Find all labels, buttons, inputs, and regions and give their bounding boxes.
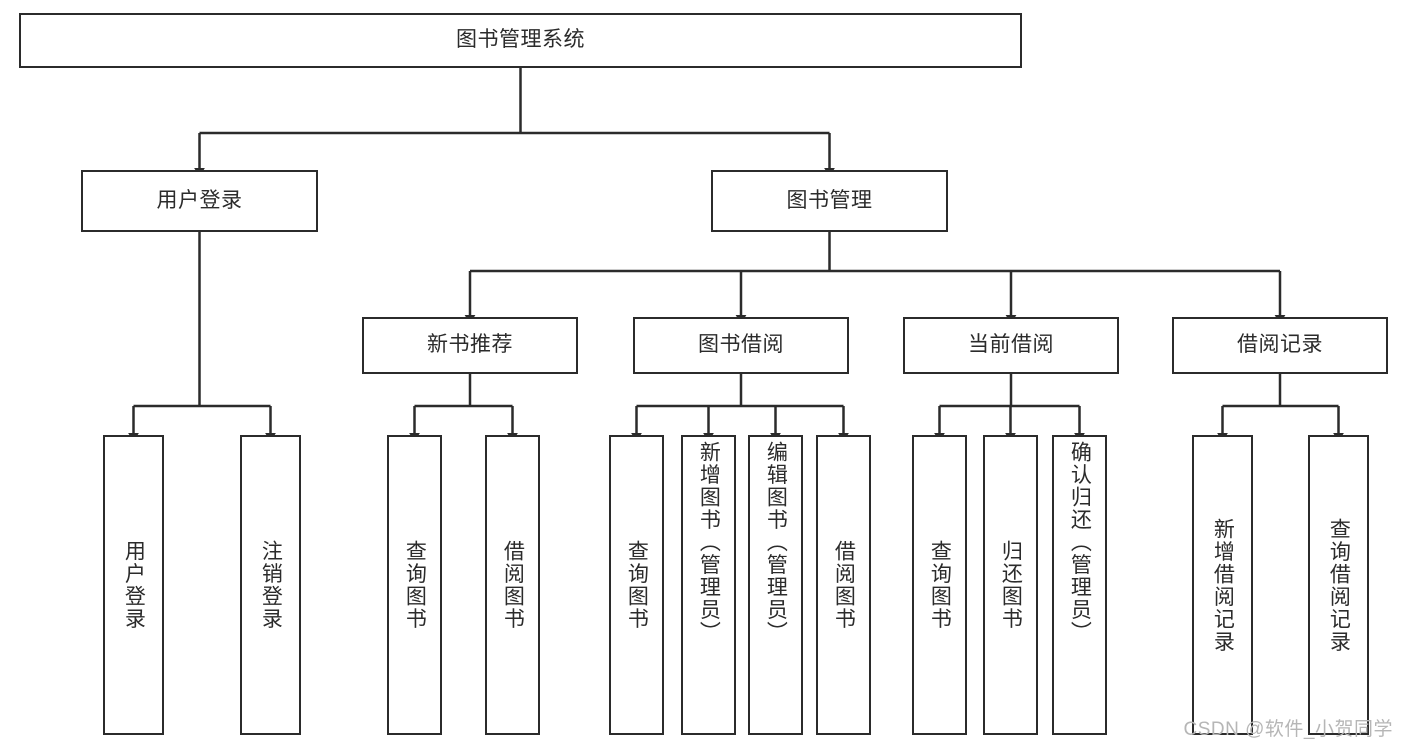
node-user-login[interactable]: 用户登录 [81,170,318,232]
node-book-manage-label: 图书管理 [786,188,873,212]
leaf-return-book[interactable]: 归还图书 [983,435,1038,735]
leaf-user-login[interactable]: 用户登录 [103,435,164,735]
leaf-query-borrow-record-label: 查询借阅记录 [1327,517,1351,653]
leaf-borrow-book-b-label: 借阅图书 [832,540,856,630]
leaf-add-borrow-record-label: 新增借阅记录 [1211,517,1235,653]
leaf-user-login-label: 用户登录 [122,540,146,630]
leaf-confirm-return-label: 确认归还（管理员） [1068,441,1092,644]
leaf-edit-book[interactable]: 编辑图书（管理员） [748,435,803,735]
node-current-borrow[interactable]: 当前借阅 [903,317,1119,374]
leaf-edit-book-label: 编辑图书（管理员） [764,441,788,644]
node-root-label: 图书管理系统 [456,28,585,52]
node-book-manage[interactable]: 图书管理 [711,170,948,232]
node-book-borrow-label: 图书借阅 [698,333,784,357]
leaf-return-book-label: 归还图书 [999,540,1023,630]
csdn-watermark: CSDN @软件_小贺同学 [1183,719,1393,740]
node-current-borrow-label: 当前借阅 [968,333,1054,357]
node-borrow-record[interactable]: 借阅记录 [1172,317,1388,374]
node-borrow-record-label: 借阅记录 [1237,333,1323,357]
leaf-borrow-book-a-label: 借阅图书 [501,540,525,630]
node-new-book-recommend-label: 新书推荐 [427,333,513,357]
leaf-query-book-a[interactable]: 查询图书 [387,435,442,735]
leaf-user-logout[interactable]: 注销登录 [240,435,301,735]
leaf-query-book-c[interactable]: 查询图书 [912,435,967,735]
leaf-borrow-book-a[interactable]: 借阅图书 [485,435,540,735]
leaf-add-book-label: 新增图书（管理员） [697,441,721,644]
node-new-book-recommend[interactable]: 新书推荐 [362,317,578,374]
leaf-add-book[interactable]: 新增图书（管理员） [681,435,736,735]
leaf-borrow-book-b[interactable]: 借阅图书 [816,435,871,735]
leaf-query-book-a-label: 查询图书 [403,540,427,630]
leaf-query-book-b[interactable]: 查询图书 [609,435,664,735]
leaf-user-logout-label: 注销登录 [259,540,283,630]
node-user-login-label: 用户登录 [156,188,243,212]
edges-group [128,68,1344,442]
leaf-query-borrow-record[interactable]: 查询借阅记录 [1308,435,1369,735]
node-root[interactable]: 图书管理系统 [19,13,1022,68]
leaf-confirm-return[interactable]: 确认归还（管理员） [1052,435,1107,735]
leaf-query-book-c-label: 查询图书 [928,540,952,630]
leaf-add-borrow-record[interactable]: 新增借阅记录 [1192,435,1253,735]
node-book-borrow[interactable]: 图书借阅 [633,317,849,374]
leaf-query-book-b-label: 查询图书 [625,540,649,630]
